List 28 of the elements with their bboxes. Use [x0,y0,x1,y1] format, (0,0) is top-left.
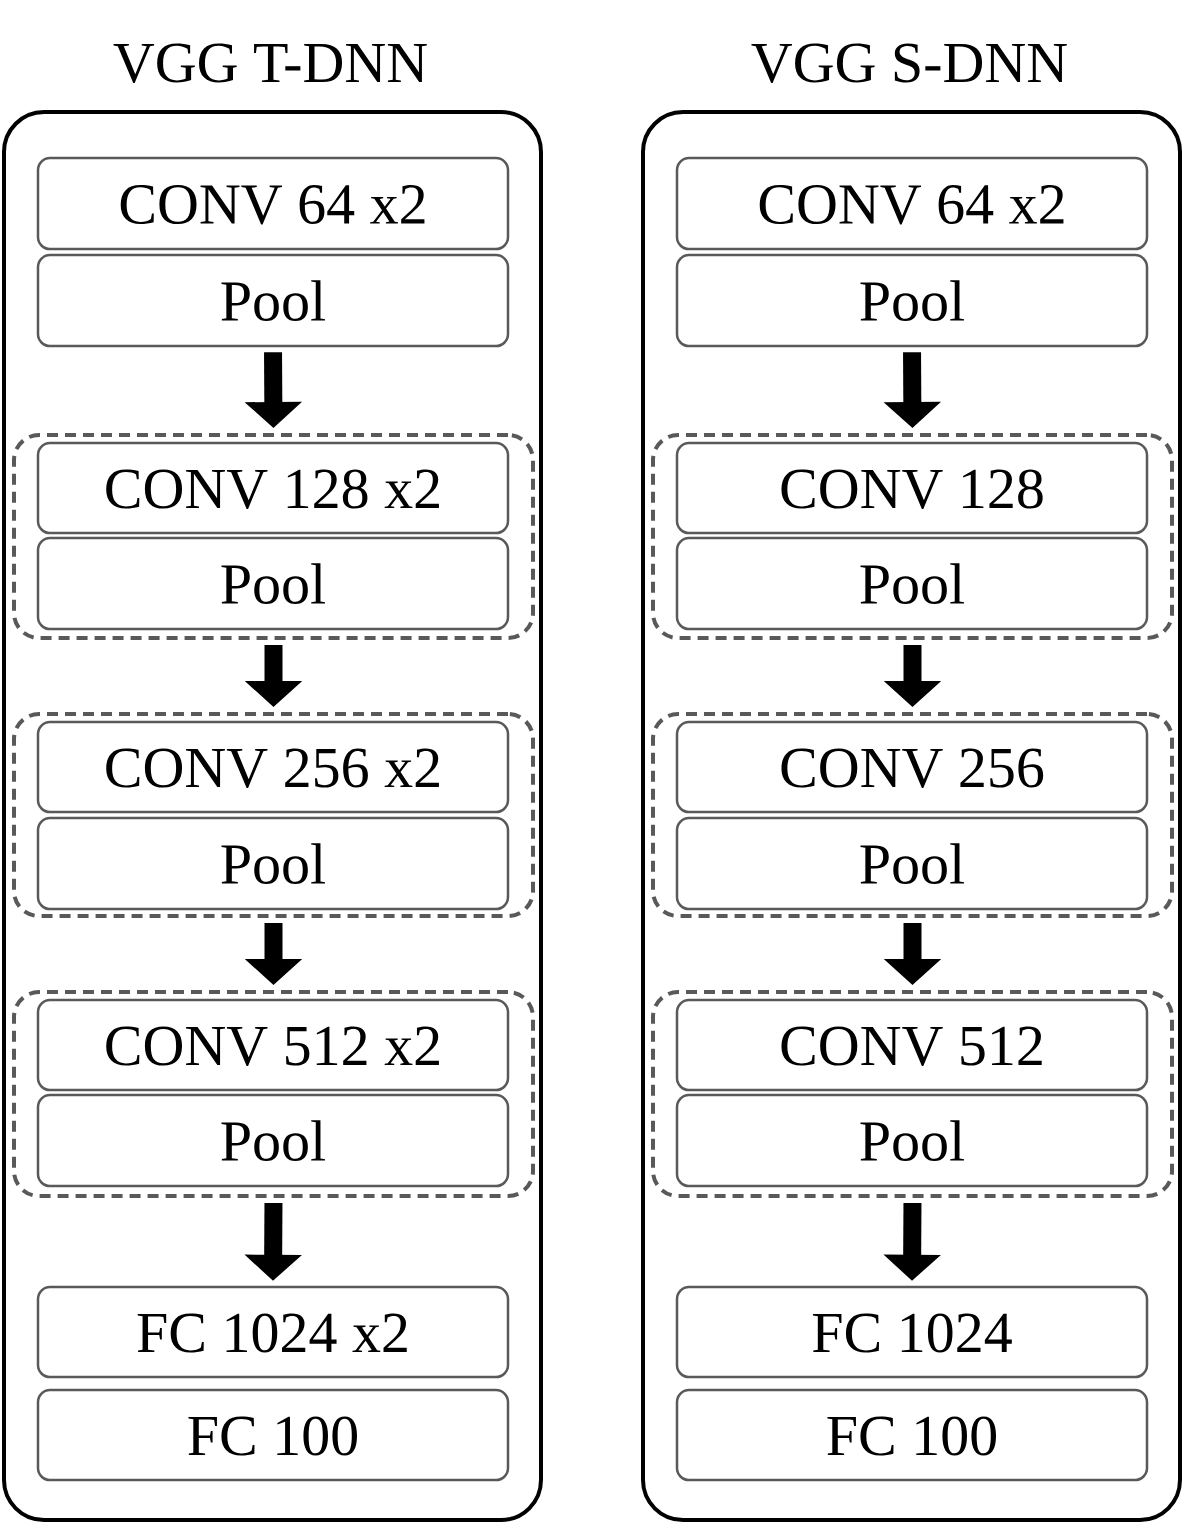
layer-box: CONV 64 x2 [675,156,1149,251]
layer-box: CONV 128 [675,441,1149,535]
dashed-group-box [12,433,535,640]
layer-box: Pool [675,536,1149,631]
layer-box: CONV 512 x2 [36,998,510,1092]
layer-box: CONV 256 [675,720,1149,814]
panel-title: VGG S-DNN [751,43,1067,83]
panel-title: VGG T-DNN [113,43,427,83]
layer-box: Pool [36,1093,510,1188]
layer-box: Pool [36,536,510,631]
layer-box: FC 100 [675,1388,1149,1482]
layer-box: Pool [675,253,1149,348]
layer-box: Pool [675,1093,1149,1188]
dashed-group-box [651,712,1174,918]
layer-box: FC 1024 [675,1285,1149,1379]
layer-box: CONV 64 x2 [36,156,510,251]
dashed-group-box [12,990,535,1198]
layer-box: Pool [675,816,1149,911]
layer-box: FC 100 [36,1388,510,1482]
layer-box: CONV 128 x2 [36,441,510,535]
layer-box: CONV 512 [675,998,1149,1092]
layer-box: Pool [36,816,510,911]
layer-box: CONV 256 x2 [36,720,510,814]
layer-box: Pool [36,253,510,348]
layer-box: FC 1024 x2 [36,1285,510,1379]
dashed-group-box [12,712,535,918]
dashed-group-box [651,433,1174,640]
dashed-group-box [651,990,1174,1198]
